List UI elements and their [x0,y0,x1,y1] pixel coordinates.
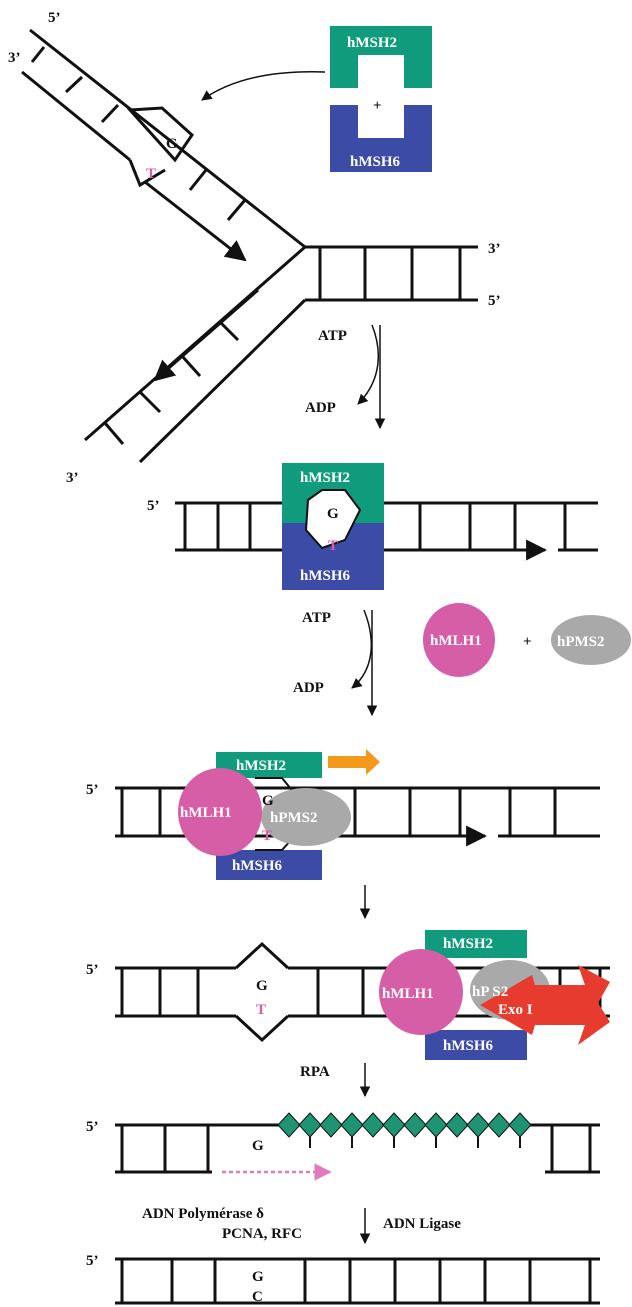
pms2-stage3 [261,788,351,846]
msh6-stage4-label: hMSH6 [443,1038,494,1054]
atp-label-2: ATP [302,610,331,626]
mlh1-stage4 [379,949,463,1035]
rpa-unit [277,1112,301,1138]
msh6-bound-label: hMSH6 [300,568,351,584]
stage4-base-g: G [256,978,268,994]
adp-label-1: ADP [305,400,336,416]
msh6-protein [330,105,432,172]
plus-sign-2: + [523,634,532,650]
base-g: G [166,136,178,152]
stage3-base-g: G [262,793,274,809]
stage6-base-c: C [252,1289,263,1305]
msh6-stage3 [216,850,322,880]
rpa-unit [361,1112,385,1138]
stage6-base-g: G [252,1269,264,1285]
lower-3prime-label: 3’ [66,470,79,486]
msh6-stage3-label: hMSH6 [232,858,283,874]
stage5-5prime: 5’ [86,1119,99,1135]
mlh1-label: hMLH1 [430,633,482,649]
mlh1-stage3 [178,768,262,856]
duplex-3prime-label: 3’ [488,241,501,257]
mlh1-stage4-label: hMLH1 [382,986,434,1002]
pcna-rfc-label: PCNA, RFC [222,1226,302,1242]
rpa-unit [319,1112,343,1138]
rpa-unit [382,1112,406,1138]
atp-label-1: ATP [318,328,347,344]
msh6-label: hMSH6 [350,154,401,170]
exo1-protein [480,965,610,1045]
mutsalpha-free [330,26,432,172]
sliding-arrow [328,749,380,775]
mutsalpha-bound [282,463,384,590]
stage2-base-g: G [327,506,339,522]
stage2-base-t: T [328,538,338,554]
exo1-label: Exo I [498,1002,533,1018]
pms2-protein [551,615,631,665]
rpa-label: RPA [300,1064,330,1080]
adp-label-2: ADP [293,680,324,696]
rpa-unit [487,1112,511,1138]
msh2-stage4 [425,930,527,958]
msh2-stage4-label: hMSH2 [443,936,493,952]
stage3-5prime: 5’ [86,782,99,798]
stage4-base-t: T [256,1002,266,1018]
rpa-unit [508,1112,532,1138]
rpa-coating [277,1112,532,1148]
dna-repaired [115,1257,600,1305]
plus-sign: + [373,98,382,114]
rpa-unit [466,1112,490,1138]
stage4-5prime: 5’ [86,962,99,978]
msh2-bound-label: hMSH2 [300,470,350,486]
pms2-stage4-label: hP S2 [472,984,508,1000]
mlh1-stage3-label: hMLH1 [180,805,232,821]
fork-5prime-label: 5’ [48,10,61,26]
rpa-unit [424,1112,448,1138]
replication-fork [21,28,478,464]
rpa-unit [403,1112,427,1138]
rpa-unit [340,1112,364,1138]
msh2-stage3-label: hMSH2 [236,758,286,774]
stage3-base-t: T [262,828,272,844]
atp-hydrolysis-arrow-2 [351,609,378,717]
mlh1-protein [423,603,495,677]
pms2-label: hPMS2 [557,634,605,650]
stage6-5prime: 5’ [86,1253,99,1269]
dna-stage-5 [115,1123,600,1174]
fork-3prime-label: 3’ [8,50,21,66]
pms2-stage3-label: hPMS2 [270,810,318,826]
stage2-5prime: 5’ [147,498,160,514]
ligase-label: ADN Ligase [383,1216,461,1232]
dna-stage-2 [175,501,598,561]
atp-hydrolysis-arrow-1 [357,324,386,430]
msh2-protein [330,26,432,88]
rpa-unit [298,1112,322,1138]
rpa-unit [445,1112,469,1138]
msh2-label: hMSH2 [347,35,397,51]
polymerase-label: ADN Polymérase δ [142,1206,264,1222]
stage5-base-g: G [252,1138,264,1154]
base-t-mismatch: T [146,166,156,182]
msh6-stage4 [425,1030,527,1060]
binding-arrow [201,70,326,101]
duplex-5prime-label: 5’ [488,293,501,309]
